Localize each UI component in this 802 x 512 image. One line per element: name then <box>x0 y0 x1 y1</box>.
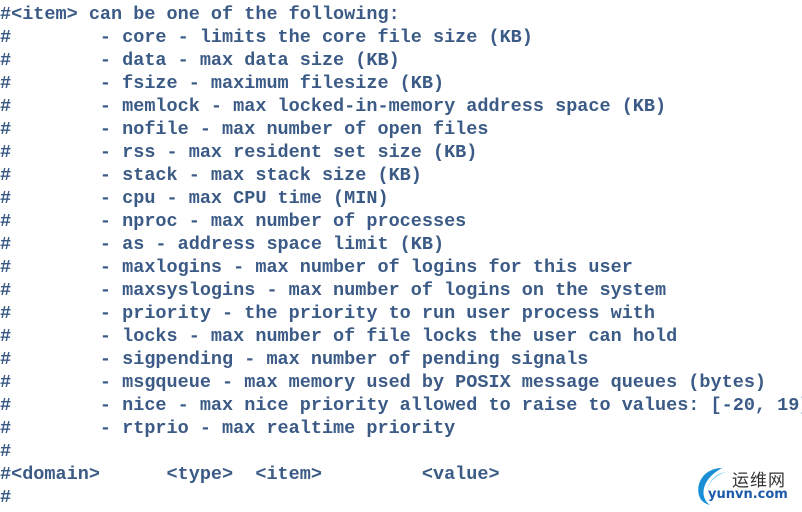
comment-line: #<item> can be one of the following: <box>0 4 400 25</box>
comment-line: # <box>0 487 12 508</box>
watermark-en: yunvn.com <box>708 487 788 502</box>
comment-line: # - core - limits the core file size (KB… <box>0 27 533 48</box>
comment-line: # - sigpending - max number of pending s… <box>0 349 589 370</box>
comment-line: # - fsize - maximum filesize (KB) <box>0 73 445 94</box>
swirl-icon <box>698 468 726 505</box>
comment-line: # - msgqueue - max memory used by POSIX … <box>0 372 767 393</box>
comment-line: # - nice - max nice priority allowed to … <box>0 395 802 416</box>
comment-line: # <box>0 441 12 462</box>
comment-line: # - rss - max resident set size (KB) <box>0 142 478 163</box>
comment-line: # - locks - max number of file locks the… <box>0 326 678 347</box>
comment-line: # - stack - max stack size (KB) <box>0 165 422 186</box>
watermark-logo: 运维网 yunvn.com <box>692 462 802 510</box>
comment-line: # - memlock - max locked-in-memory addre… <box>0 96 667 117</box>
watermark-cn: 运维网 <box>732 471 786 491</box>
comment-line: # - nproc - max number of processes <box>0 211 467 232</box>
comment-line: # - nofile - max number of open files <box>0 119 489 140</box>
comment-line: # - maxsyslogins - max number of logins … <box>0 280 667 301</box>
comment-line: # - as - address space limit (KB) <box>0 234 445 255</box>
comment-line: # - priority - the priority to run user … <box>0 303 656 324</box>
comment-line: # - rtprio - max realtime priority <box>0 418 456 439</box>
comment-line: # - maxlogins - max number of logins for… <box>0 257 633 278</box>
comment-line: #<domain> <type> <item> <value> <box>0 464 500 485</box>
comment-line: # - cpu - max CPU time (MIN) <box>0 188 389 209</box>
config-comment-text: #<item> can be one of the following:# - … <box>0 3 802 509</box>
comment-line: # - data - max data size (KB) <box>0 50 400 71</box>
